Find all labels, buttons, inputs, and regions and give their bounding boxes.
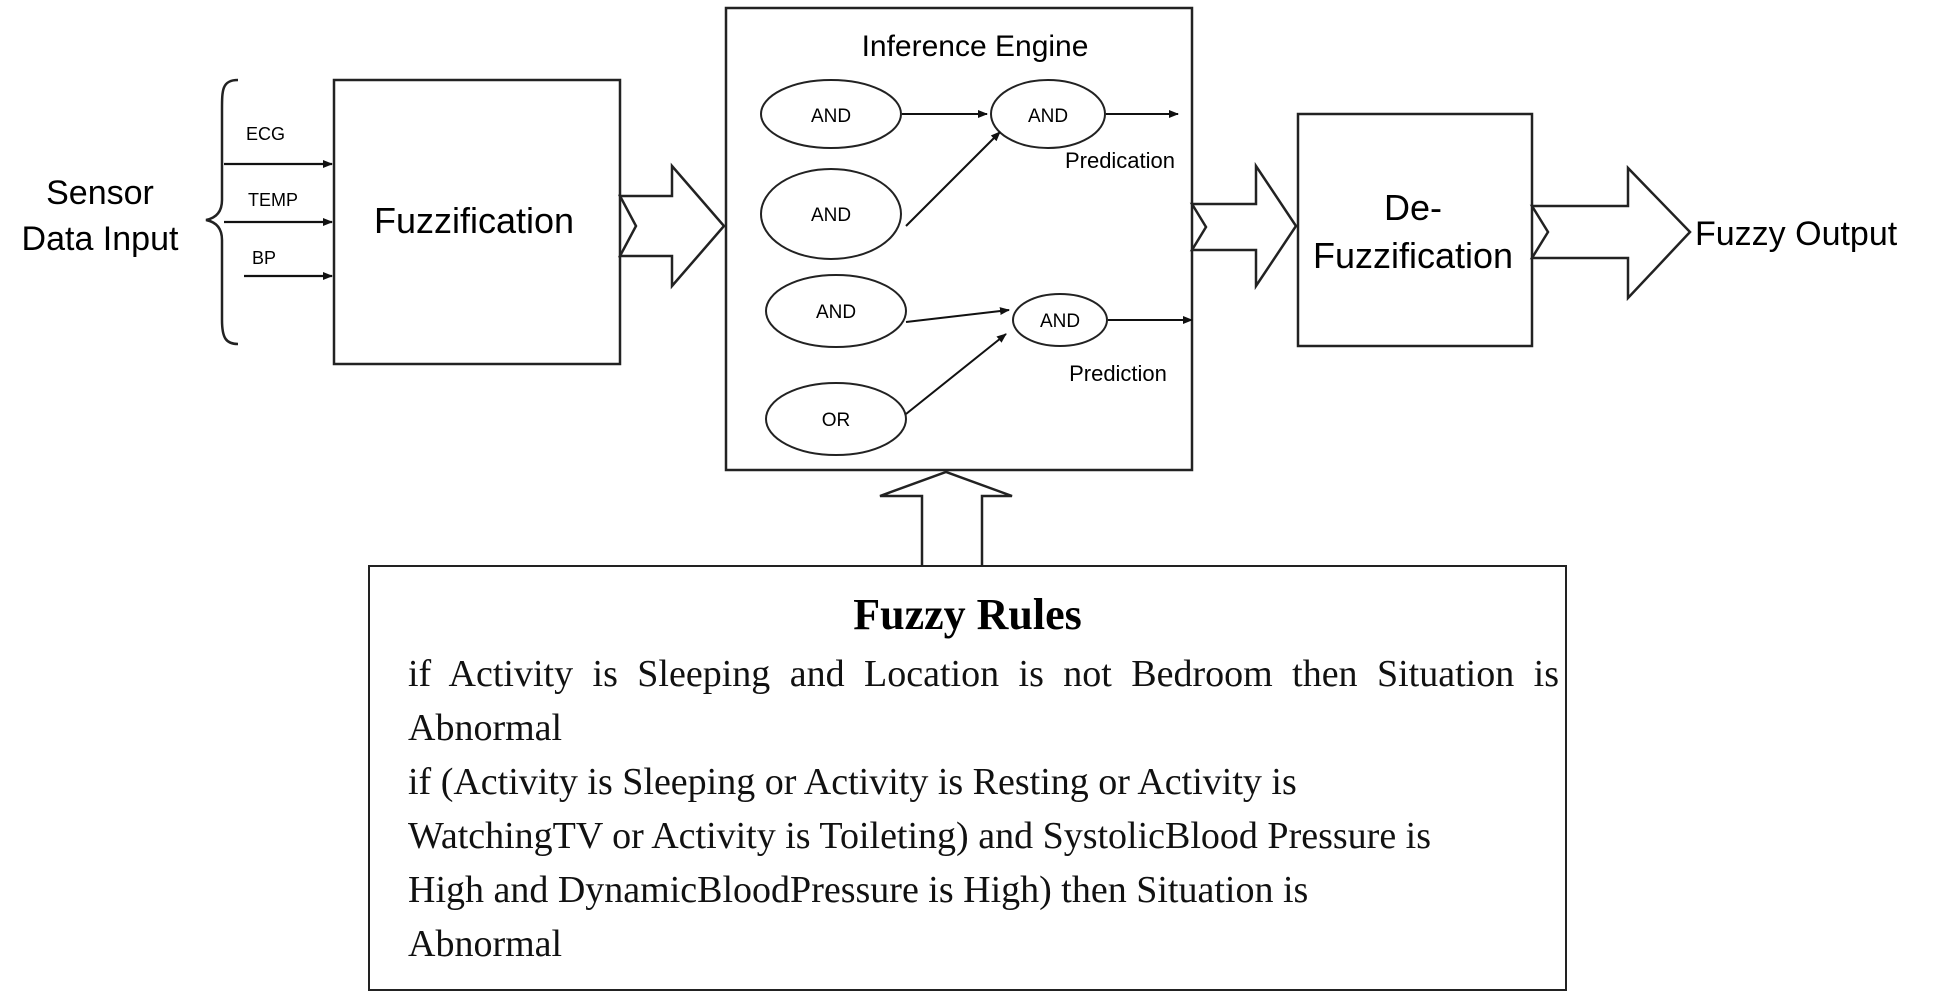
block-arrow-fuzz-to-inference bbox=[617, 162, 726, 290]
output-label-predication: Predication bbox=[1065, 148, 1175, 173]
or-node-label: OR bbox=[822, 410, 851, 431]
signal-label-ecg: ECG bbox=[246, 124, 285, 144]
block-arrow-rules-to-inference bbox=[879, 470, 1013, 565]
and-node-1-label: AND bbox=[811, 106, 851, 127]
and-node-upper-right bbox=[990, 79, 1106, 149]
or-node bbox=[765, 382, 907, 456]
sensor-label-line2: Data Input bbox=[22, 220, 179, 258]
fuzzy-rule-1: if Activity is Sleeping and Location is … bbox=[408, 653, 1559, 749]
fuzzification-label: Fuzzification bbox=[374, 200, 574, 241]
block-arrow-defuzz-to-output bbox=[1529, 164, 1692, 302]
fuzzy-rule-2: if (Activity is Sleeping or Activity is … bbox=[408, 761, 1432, 965]
and-node-3-label: AND bbox=[816, 302, 856, 323]
and-node-2-label: AND bbox=[811, 205, 851, 226]
defuzzification-label-line1: De- bbox=[1384, 187, 1442, 228]
edge-and3-to-lower bbox=[905, 307, 1010, 323]
inference-title: Inference Engine bbox=[862, 30, 1089, 63]
defuzzification-block bbox=[1296, 112, 1534, 348]
input-brace bbox=[205, 78, 239, 346]
signal-label-bp: BP bbox=[252, 248, 276, 268]
and-node-3 bbox=[765, 274, 907, 348]
fuzzy-rules-title: Fuzzy Rules bbox=[853, 590, 1082, 639]
and-node-upper-right-label: AND bbox=[1028, 106, 1068, 127]
signal-label-temp: TEMP bbox=[248, 190, 298, 210]
edge-and2-to-upper bbox=[905, 131, 1001, 227]
sensor-label-line1: Sensor bbox=[46, 174, 154, 212]
fuzzy-rules-box: Fuzzy Rules if Activity is Sleeping and … bbox=[368, 565, 1567, 991]
and-node-lower-right-label: AND bbox=[1040, 311, 1080, 332]
and-node-1 bbox=[760, 79, 902, 149]
fuzzy-output-label: Fuzzy Output bbox=[1695, 215, 1898, 253]
and-node-2 bbox=[760, 168, 902, 260]
defuzzification-label-line2: Fuzzification bbox=[1313, 235, 1513, 276]
block-arrow-inference-to-defuzz bbox=[1189, 161, 1298, 291]
edge-or-to-lower bbox=[905, 333, 1007, 415]
and-node-lower-right bbox=[1012, 293, 1108, 347]
fuzzification-block bbox=[332, 78, 622, 366]
output-label-prediction: Prediction bbox=[1069, 361, 1167, 386]
